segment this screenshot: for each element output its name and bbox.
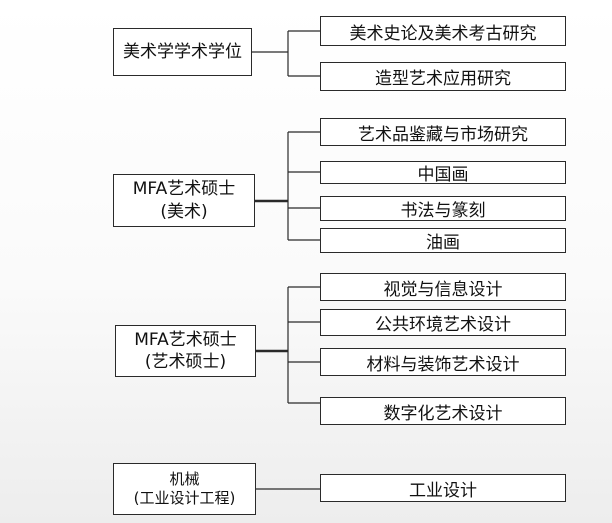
direction-label: 工业设计 bbox=[409, 480, 477, 501]
direction-label: 视觉与信息设计 bbox=[383, 279, 503, 300]
degree-sublabel: (艺术硕士) bbox=[144, 352, 227, 372]
direction-label: 公共环境艺术设计 bbox=[375, 315, 511, 335]
direction-label: 书法与篆刻 bbox=[400, 201, 486, 221]
direction-box: 油画 bbox=[320, 228, 566, 253]
degree-sublabel: (工业设计工程) bbox=[133, 489, 236, 507]
degree-label: 美术学学术学位 bbox=[123, 41, 242, 62]
degree-box-mfa-fine-arts: MFA艺术硕士 (美术) bbox=[113, 174, 255, 227]
direction-label: 油画 bbox=[426, 233, 460, 253]
direction-label: 中国画 bbox=[417, 165, 469, 185]
direction-box: 公共环境艺术设计 bbox=[320, 309, 566, 336]
direction-box: 中国画 bbox=[320, 161, 566, 185]
degree-label: MFA艺术硕士 bbox=[132, 179, 236, 200]
direction-label: 美术史论及美术考古研究 bbox=[349, 23, 537, 44]
degree-label: MFA艺术硕士 bbox=[134, 329, 237, 350]
direction-label: 材料与装饰艺术设计 bbox=[366, 354, 520, 375]
direction-label: 数字化艺术设计 bbox=[383, 403, 503, 424]
degree-box-mechanical: 机械 (工业设计工程) bbox=[113, 463, 256, 515]
direction-label: 造型艺术应用研究 bbox=[375, 69, 511, 89]
direction-box: 书法与篆刻 bbox=[320, 196, 566, 221]
degree-label: 机械 bbox=[169, 469, 200, 488]
direction-box: 美术史论及美术考古研究 bbox=[320, 16, 566, 46]
direction-box: 工业设计 bbox=[320, 474, 566, 502]
direction-box: 视觉与信息设计 bbox=[320, 273, 566, 301]
direction-box: 数字化艺术设计 bbox=[320, 397, 566, 425]
degree-box-mfa-master-of-arts: MFA艺术硕士 (艺术硕士) bbox=[115, 325, 256, 377]
direction-label: 艺术品鉴藏与市场研究 bbox=[358, 124, 528, 145]
degree-box-art-academic: 美术学学术学位 bbox=[113, 28, 252, 76]
direction-box: 材料与装饰艺术设计 bbox=[320, 348, 566, 376]
direction-box: 造型艺术应用研究 bbox=[320, 62, 566, 91]
direction-box: 艺术品鉴藏与市场研究 bbox=[320, 118, 566, 146]
degree-sublabel: (美术) bbox=[160, 201, 208, 222]
